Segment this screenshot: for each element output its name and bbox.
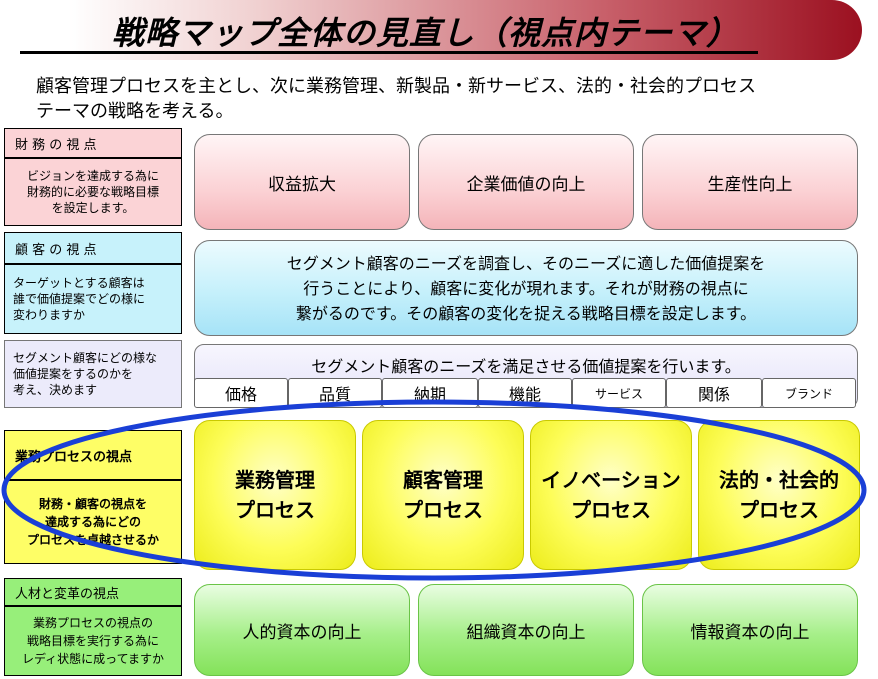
- learning-goal-box: 情報資本の向上: [642, 584, 858, 676]
- value-tab-function: 機能: [478, 378, 572, 408]
- description-line: ターゲットとする顧客は: [13, 276, 145, 290]
- description-line: 戦略目標を実行する為に: [26, 634, 159, 648]
- process-box-innovation: イノベーション プロセス: [530, 420, 692, 570]
- subtitle-line: 顧客管理プロセスを主とし、次に業務管理、新製品・新サービス、法的・社会的プロセス: [36, 76, 756, 97]
- page-subtitle: 顧客管理プロセスを主とし、次に業務管理、新製品・新サービス、法的・社会的プロセス…: [36, 74, 856, 124]
- learning-perspective-heading: 人材と変革の視点: [4, 578, 182, 606]
- subtitle-line: テーマの戦略を考える。: [36, 101, 234, 122]
- box-line: プロセス: [739, 498, 819, 522]
- value-tab-quality: 品質: [288, 378, 382, 408]
- financial-goal-box: 企業価値の向上: [418, 134, 634, 230]
- learning-perspective-description: 業務プロセスの視点の 戦略目標を実行する為に レディ状態に成ってますか: [4, 606, 182, 676]
- process-perspective-description: 財務・顧客の視点を 達成する為にどの プロセスを卓越させるか: [4, 480, 182, 564]
- financial-goal-box: 生産性向上: [642, 134, 858, 230]
- title-underline: [20, 51, 758, 54]
- description-line: 考え、決めます: [13, 383, 98, 397]
- description-line: 達成する為にどの: [44, 515, 141, 529]
- description-line: プロセスを卓越させるか: [26, 533, 159, 547]
- title-banner: [0, 0, 862, 60]
- description-line: 誰で価値提案でどの様に: [13, 292, 146, 306]
- process-box-customer: 顧客管理 プロセス: [362, 420, 524, 570]
- customer-perspective-description: ターゲットとする顧客は 誰で価値提案でどの様に 変わりますか: [4, 264, 182, 334]
- learning-goal-box: 人的資本の向上: [194, 584, 410, 676]
- description-line: 価値提案をするのかを: [13, 367, 134, 381]
- description-line: 財務・顧客の視点を: [38, 497, 147, 511]
- box-line: プロセス: [571, 498, 651, 522]
- learning-goal-box: 組織資本の向上: [418, 584, 634, 676]
- customer-goal-box: セグメント顧客のニーズを調査し、そのニーズに適した価値提案を 行うことにより、顧…: [194, 240, 858, 336]
- value-tab-delivery: 納期: [382, 378, 478, 408]
- financial-perspective-heading: 財 務 の 視 点: [4, 128, 182, 158]
- box-line: イノベーション: [541, 468, 681, 492]
- value-tab-relationship: 関係: [666, 378, 762, 408]
- financial-perspective-description: ビジョンを達成する為に 財務的に必要な戦略目標 を設定します。: [4, 158, 182, 226]
- customer-perspective-heading: 顧 客 の 視 点: [4, 232, 182, 264]
- value-tab-price: 価格: [194, 378, 288, 408]
- page-title: 戦略マップ全体の見直し（視点内テーマ）: [112, 14, 740, 52]
- box-line: 顧客管理: [403, 468, 483, 492]
- description-line: 財務的に必要な戦略目標: [26, 185, 159, 199]
- value-tab-brand: ブランド: [762, 378, 856, 408]
- financial-goal-box: 収益拡大: [194, 134, 410, 230]
- description-line: レディ状態に成ってますか: [22, 652, 164, 666]
- value-tab-service: サービス: [572, 378, 666, 408]
- process-box-operations: 業務管理 プロセス: [194, 420, 356, 570]
- box-line: 行うことにより、顧客に変化が現れます。それが財務の視点に: [303, 278, 749, 298]
- box-line: 繋がるのです。その顧客の変化を捉える戦略目標を設定します。: [295, 303, 757, 323]
- process-box-regulatory: 法的・社会的 プロセス: [698, 420, 860, 570]
- box-line: 業務管理: [235, 468, 315, 492]
- process-perspective-heading: 業務プロセスの視点: [4, 430, 182, 480]
- box-line: プロセス: [235, 498, 315, 522]
- box-line: セグメント顧客のニーズを調査し、そのニーズに適した価値提案を: [286, 253, 766, 273]
- value-proposition-description: セグメント顧客にどの様な 価値提案をするのかを 考え、決めます: [4, 340, 182, 408]
- description-line: セグメント顧客にどの様な: [13, 351, 158, 365]
- box-line: プロセス: [403, 498, 483, 522]
- description-line: を設定します。: [51, 201, 135, 215]
- description-line: 業務プロセスの視点の: [32, 616, 153, 630]
- description-line: 変わりますか: [13, 308, 86, 322]
- description-line: ビジョンを達成する為に: [26, 169, 159, 183]
- box-line: 法的・社会的: [719, 468, 839, 492]
